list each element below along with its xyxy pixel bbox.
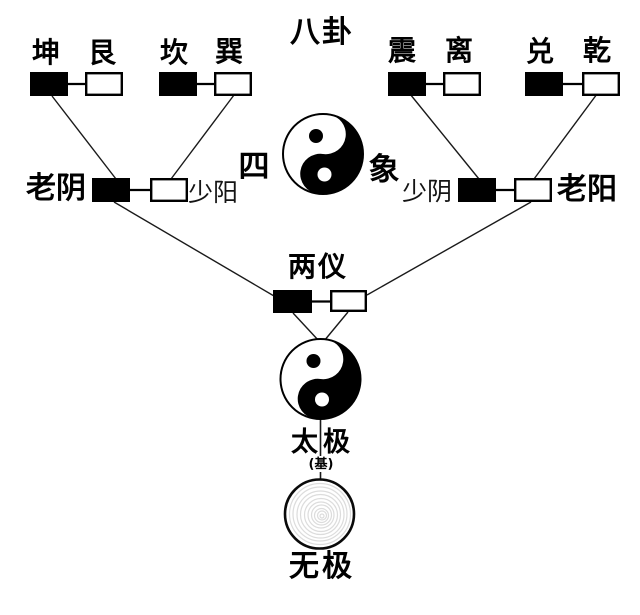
- laoyang-label: 老阳: [557, 172, 617, 207]
- shaoyang-box: [149, 177, 188, 202]
- diagram-title: 八卦: [290, 15, 354, 50]
- liangyi-label: 两仪: [287, 250, 349, 283]
- trigram-label-li: 离: [444, 34, 474, 67]
- line-laoyin-to-liangyi: [113, 201, 275, 297]
- yin-box: [273, 290, 312, 313]
- trigram-label-dui: 兑: [525, 35, 555, 68]
- line-qian-to-laoyang: [533, 93, 598, 180]
- trigram-label-kun: 坤: [31, 36, 61, 69]
- line-zhen-to-shaoyin: [409, 93, 480, 180]
- wuji-circle-icon: [283, 478, 356, 550]
- taiji-lower-yang-eye: [315, 392, 329, 407]
- dui-yin-box: [525, 72, 563, 96]
- li-yang-box: [443, 71, 482, 96]
- line-laoyang-to-liangyi: [366, 201, 532, 296]
- wuji-rings: [288, 482, 352, 546]
- laoyin-label: 老阴: [26, 171, 86, 206]
- trigram-label-qian: 乾: [582, 34, 612, 67]
- sixiang-char-right: 象: [368, 152, 400, 188]
- taiji-upper-yin-half: [300, 114, 363, 194]
- trigram-label-gen: 艮: [87, 36, 117, 69]
- taiji-upper-yang-eye: [317, 167, 332, 182]
- sixiang-boxes: [92, 177, 553, 202]
- sixiang-char-left: 四: [238, 149, 270, 185]
- qian-yang-box: [582, 71, 621, 96]
- taiji-annotation: (基): [308, 457, 334, 472]
- taiji-lower-yin-half: [297, 339, 361, 419]
- line-kun-to-laoyin: [51, 95, 117, 180]
- bagua-boxes: [30, 71, 621, 96]
- trigram-label-xun: 巽: [214, 35, 244, 68]
- zhen-yin-box: [388, 72, 426, 96]
- laoyin-box: [92, 178, 130, 202]
- gen-yang-box: [84, 71, 123, 96]
- trigram-label-kan: 坎: [159, 36, 189, 69]
- taiji-upper-yin-eye: [309, 129, 323, 143]
- line-xun-to-shaoyang: [170, 94, 235, 180]
- liangyi-boxes: [273, 290, 368, 313]
- descent-lines: [51, 93, 598, 481]
- shaoyin-box: [458, 178, 496, 202]
- taiji-lower-yin-eye: [306, 354, 321, 368]
- trigram-label-zhen: 震: [387, 34, 417, 67]
- line-yin-to-taiji: [292, 312, 320, 342]
- shaoyang-label: 少阳: [187, 178, 239, 207]
- line-yang-to-taiji: [323, 311, 349, 342]
- shaoyin-label: 少阴: [401, 177, 453, 206]
- taiji-icon-lower: [279, 338, 362, 420]
- kan-yin-box: [159, 72, 197, 96]
- laoyang-box: [514, 177, 553, 202]
- xun-yang-box: [213, 71, 252, 96]
- yang-box: [330, 290, 368, 313]
- taiji-icon-upper: [282, 113, 364, 195]
- kun-yin-box: [30, 72, 68, 96]
- wuji-label: 无极: [289, 549, 355, 584]
- taiji-label: 太极: [291, 427, 355, 458]
